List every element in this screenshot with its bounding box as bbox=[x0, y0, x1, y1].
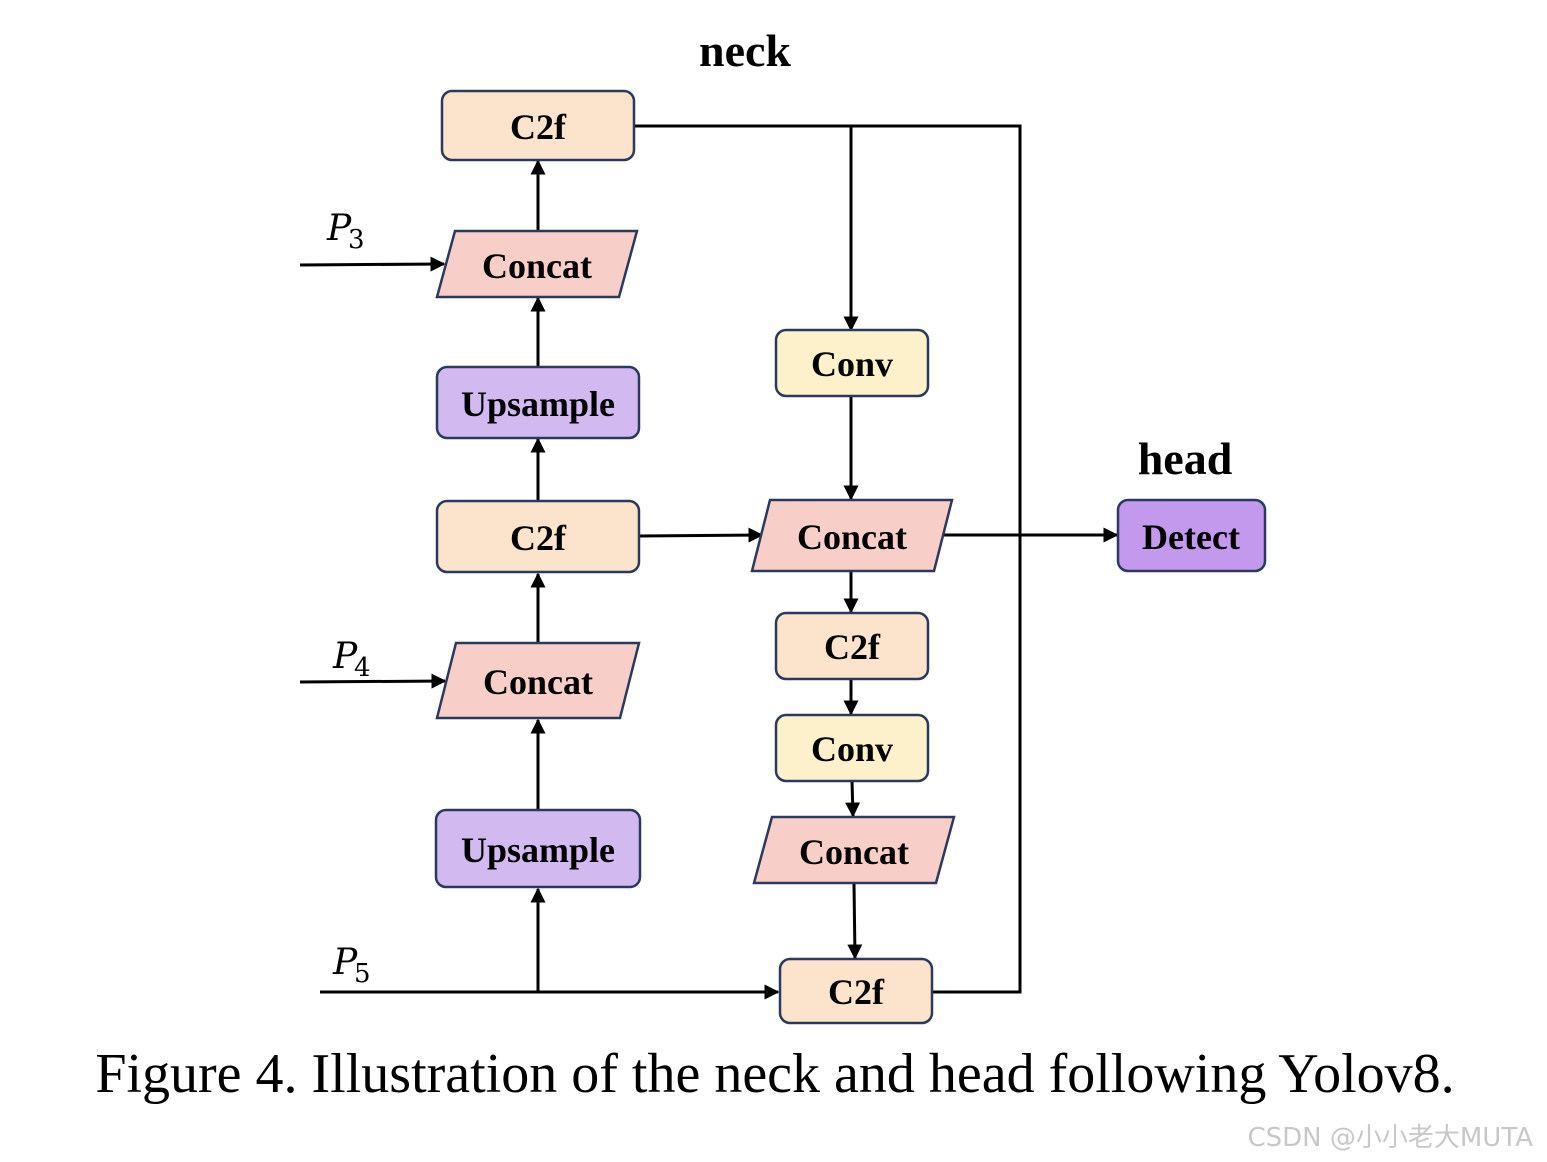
node-left-c2f-top: C2f bbox=[440, 89, 636, 162]
p4-subscript: 4 bbox=[354, 653, 371, 683]
node-right-conv-top: Conv bbox=[774, 328, 930, 398]
input-label-p5: P 5 bbox=[332, 942, 371, 989]
input-label-p3: P 3 bbox=[326, 208, 365, 255]
node-left-concat-top: Concat bbox=[435, 229, 639, 299]
node-label: C2f bbox=[510, 518, 567, 558]
edge-p3-to-concat-top bbox=[299, 256, 446, 272]
p3-subscript: 3 bbox=[348, 225, 365, 255]
node-label: Detect bbox=[1142, 517, 1240, 557]
node-left-upsample-bottom: Upsample bbox=[434, 808, 642, 889]
node-right-c2f-bottom: C2f bbox=[778, 957, 934, 1025]
p5-letter: P bbox=[332, 942, 358, 983]
node-right-conv-bottom: Conv bbox=[774, 713, 930, 783]
node-label: Conv bbox=[811, 729, 893, 769]
node-left-c2f-mid: C2f bbox=[435, 499, 641, 574]
node-right-c2f-mid: C2f bbox=[774, 611, 930, 681]
node-label: C2f bbox=[510, 107, 567, 147]
node-label: Concat bbox=[799, 832, 909, 872]
edge-p4-to-concat-bottom bbox=[299, 673, 447, 689]
edge-c2f-top-branch bbox=[634, 124, 1022, 994]
p4-letter: P bbox=[332, 636, 358, 677]
node-right-concat-mid: Concat bbox=[750, 498, 954, 573]
edge-c2f-mid-to-concat-mid bbox=[638, 527, 764, 543]
p5-subscript: 5 bbox=[354, 959, 371, 989]
node-label: Conv bbox=[811, 344, 893, 384]
input-label-p4: P 4 bbox=[332, 636, 371, 683]
p3-letter: P bbox=[326, 208, 352, 249]
node-label: Concat bbox=[797, 517, 907, 557]
edges bbox=[299, 124, 1119, 1000]
node-label: Upsample bbox=[461, 384, 615, 424]
neck-title: neck bbox=[699, 25, 791, 76]
head-title: head bbox=[1138, 433, 1233, 484]
edge-conv-bottom-to-concat-bottom bbox=[845, 780, 861, 818]
node-label: Concat bbox=[482, 246, 592, 286]
node-label: Concat bbox=[483, 662, 593, 702]
node-label: C2f bbox=[828, 972, 885, 1012]
node-detect: Detect bbox=[1116, 498, 1267, 573]
node-label: C2f bbox=[824, 627, 881, 667]
node-left-concat-bottom: Concat bbox=[435, 641, 641, 720]
node-right-concat-bottom: Concat bbox=[752, 815, 956, 885]
figure-caption: Figure 4. Illustration of the neck and h… bbox=[95, 1043, 1454, 1105]
node-label: Upsample bbox=[461, 830, 615, 870]
watermark: CSDN @小小老大MUTA bbox=[1247, 1123, 1533, 1153]
node-left-upsample-top: Upsample bbox=[435, 365, 641, 440]
edge-concat-bottom-to-c2f-bottom bbox=[847, 883, 863, 960]
